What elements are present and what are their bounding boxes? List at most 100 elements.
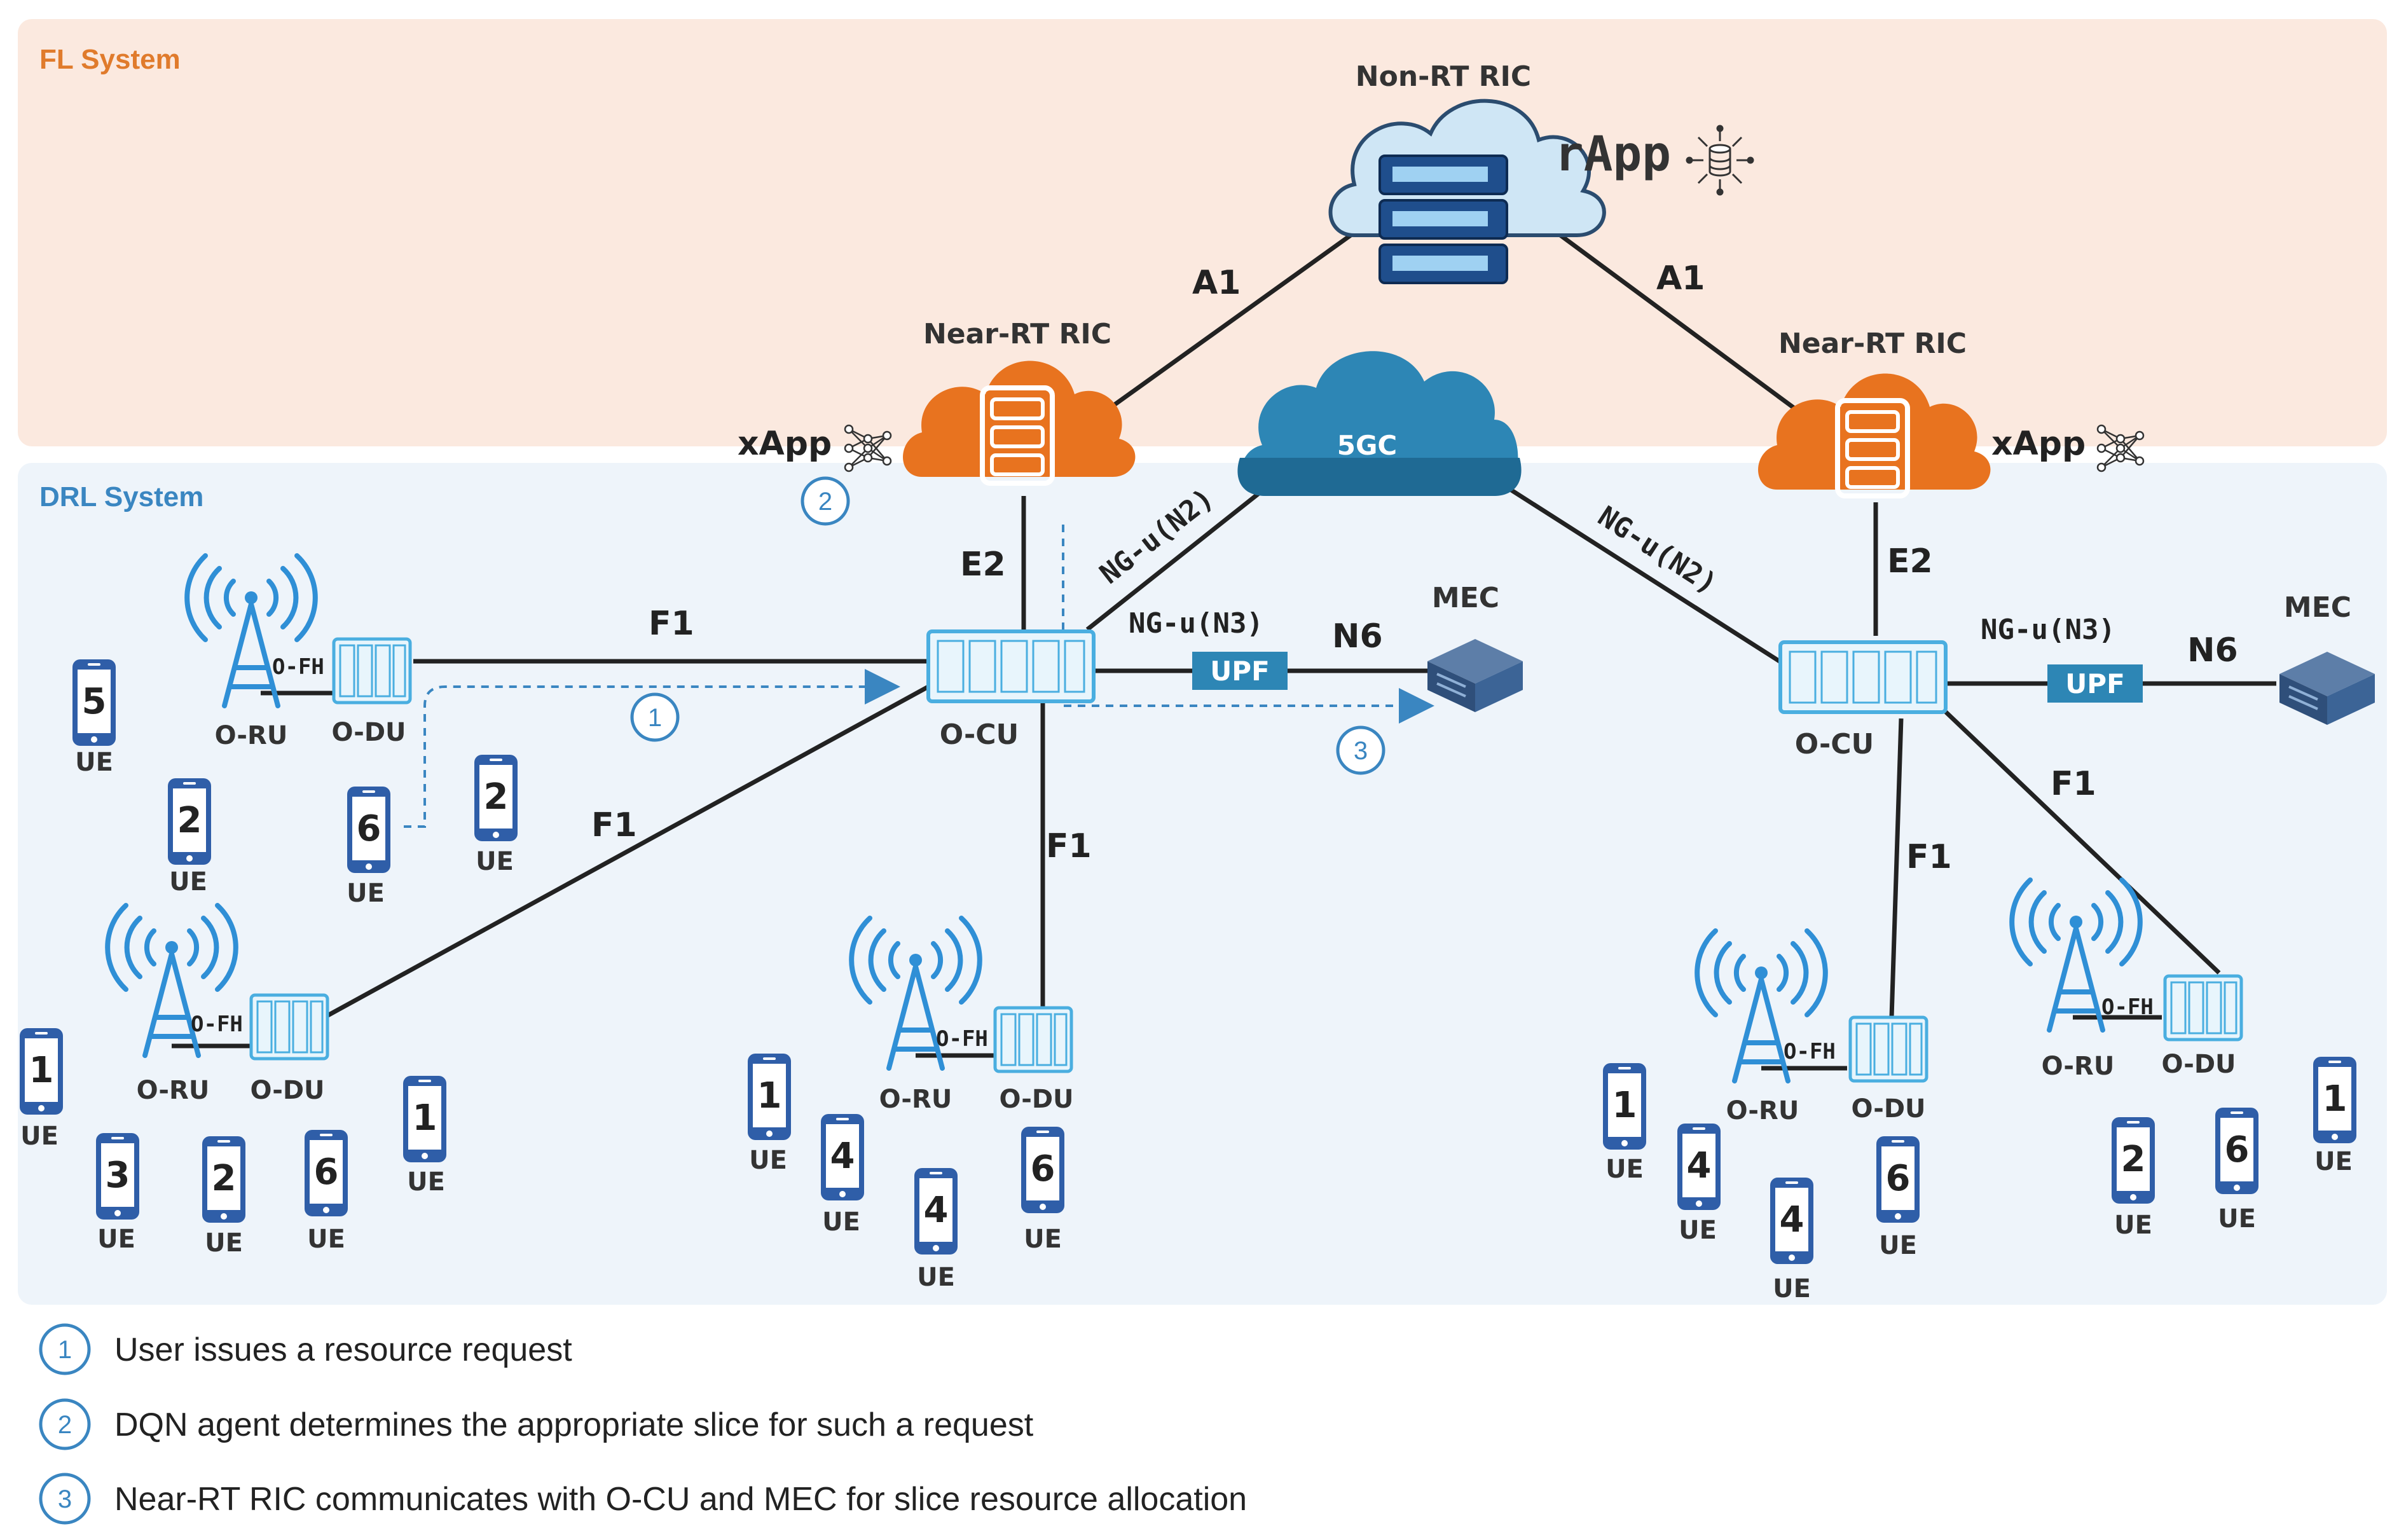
- f1-link-label-3: F1: [1046, 827, 1092, 865]
- ue-device: 1UE: [1603, 1063, 1646, 1184]
- svg-text:UE: UE: [1605, 1155, 1644, 1184]
- svg-text:UE: UE: [476, 847, 514, 876]
- o-cu-right-unit: [1780, 642, 1946, 712]
- ue-device: 1UE: [2313, 1057, 2356, 1176]
- database-icon: [1686, 125, 1754, 196]
- svg-text:4: 4: [830, 1136, 855, 1177]
- svg-text:UE: UE: [749, 1146, 787, 1175]
- ofh-label-5: O-FH: [2101, 994, 2154, 1020]
- ue-device: 1UE: [403, 1076, 446, 1197]
- ue-device: 6UE: [2215, 1108, 2258, 1234]
- a1-link-label-left: A1: [1192, 264, 1241, 302]
- svg-text:2: 2: [212, 1158, 237, 1199]
- svg-text:UE: UE: [822, 1207, 860, 1237]
- o-ru-label-3: O-RU: [879, 1085, 952, 1114]
- legend-item-2: 2 DQN agent determines the appropriate s…: [39, 1398, 1034, 1450]
- o-du-unit-1: [334, 639, 410, 703]
- svg-text:6: 6: [1886, 1158, 1911, 1199]
- o-du-label-4: O-DU: [1851, 1094, 1925, 1124]
- fl-system-label: FL System: [39, 44, 181, 75]
- o-ru-label-2: O-RU: [137, 1076, 210, 1105]
- svg-text:1: 1: [413, 1097, 437, 1139]
- ofh-label-1: O-FH: [272, 654, 324, 680]
- svg-text:UE: UE: [169, 867, 207, 897]
- o-cu-left-label: O-CU: [940, 718, 1019, 751]
- svg-text:2: 2: [484, 776, 509, 818]
- core-5gc-label: 5GC: [1337, 430, 1398, 461]
- svg-text:1: 1: [648, 704, 662, 732]
- ofh-label-4: O-FH: [1784, 1039, 1836, 1064]
- step-marker-2: 2: [801, 476, 850, 526]
- svg-text:6: 6: [1031, 1148, 1055, 1190]
- ng-n3-link-label-left: NG-u(N3): [1129, 607, 1263, 640]
- ue-device: 4UE: [821, 1114, 864, 1237]
- ue-device: 6UE: [305, 1130, 348, 1254]
- svg-text:Near-RT RIC communicates with: Near-RT RIC communicates with O-CU and M…: [114, 1481, 1247, 1518]
- o-du-unit-5: [2165, 976, 2241, 1040]
- o-du-unit-3: [995, 1008, 1071, 1071]
- drl-system-label: DRL System: [39, 481, 203, 512]
- svg-text:User issues a resource request: User issues a resource request: [114, 1331, 572, 1368]
- ue-devices: 5UE 2UE 6UE 2UE 1UE 3UE 2UE 6UE 1UE 1UE …: [20, 659, 2356, 1303]
- svg-text:UE: UE: [307, 1225, 345, 1254]
- f1-link-label-4: F1: [1906, 838, 1952, 876]
- f1-link-label-5: F1: [2051, 765, 2096, 803]
- svg-text:1: 1: [2323, 1078, 2348, 1120]
- upf-left-label: UPF: [1210, 656, 1270, 687]
- o-du-label-2: O-DU: [250, 1076, 324, 1105]
- non-rt-ric-cloud: [1328, 99, 1606, 284]
- o-du-label-1: O-DU: [331, 718, 406, 747]
- xapp-right-label: xApp: [1991, 425, 2086, 463]
- mec-right-label: MEC: [2284, 591, 2351, 624]
- svg-text:UE: UE: [75, 748, 113, 777]
- f1-link-label-2: F1: [591, 806, 637, 844]
- mec-left-label: MEC: [1432, 582, 1499, 614]
- ue-device: 4UE: [914, 1168, 958, 1292]
- svg-text:UE: UE: [97, 1225, 135, 1254]
- e2-link-label-left: E2: [960, 546, 1006, 584]
- o-du-unit-2: [251, 995, 327, 1059]
- svg-text:1: 1: [757, 1075, 782, 1117]
- n6-link-label-right: N6: [2187, 631, 2238, 670]
- near-rt-ric-left-label: Near-RT RIC: [923, 318, 1111, 350]
- fl-system-region: [18, 19, 2387, 446]
- svg-text:6: 6: [2225, 1129, 2250, 1171]
- ofh-label-2: O-FH: [191, 1012, 243, 1037]
- svg-text:UE: UE: [205, 1228, 243, 1258]
- o-ru-label-1: O-RU: [215, 721, 288, 750]
- upf-right-label: UPF: [2065, 668, 2125, 699]
- o-cu-right-label: O-CU: [1795, 728, 1874, 760]
- svg-text:2: 2: [58, 1411, 72, 1439]
- svg-text:1: 1: [29, 1050, 54, 1091]
- svg-text:3: 3: [1354, 737, 1368, 765]
- ue-device: 4UE: [1770, 1178, 1813, 1303]
- svg-text:5: 5: [82, 681, 107, 722]
- o-du-label-5: O-DU: [2161, 1050, 2236, 1079]
- svg-text:DQN agent determines the appro: DQN agent determines the appropriate sli…: [114, 1406, 1034, 1443]
- svg-text:UE: UE: [1024, 1225, 1062, 1254]
- legend-item-1: 1 User issues a resource request: [39, 1323, 572, 1375]
- svg-text:6: 6: [314, 1152, 339, 1193]
- svg-text:1: 1: [1612, 1085, 1637, 1126]
- ue-device: 1UE: [20, 1028, 63, 1151]
- upf-left-box: [1192, 652, 1288, 690]
- o-ru-label-5: O-RU: [2042, 1052, 2115, 1081]
- f1-link-label-1: F1: [649, 605, 694, 643]
- svg-text:3: 3: [106, 1155, 130, 1196]
- svg-text:UE: UE: [407, 1167, 445, 1197]
- svg-text:2: 2: [2121, 1139, 2146, 1180]
- n6-link-label-left: N6: [1332, 617, 1383, 656]
- non-rt-ric-label: Non-RT RIC: [1356, 60, 1531, 93]
- svg-text:4: 4: [1687, 1145, 1712, 1186]
- legend-item-3: 3 Near-RT RIC communicates with O-CU and…: [39, 1473, 1247, 1525]
- o-du-unit-4: [1850, 1017, 1927, 1081]
- legend: 1 User issues a resource request 2 DQN a…: [39, 1323, 1247, 1525]
- ng-n3-link-label-right: NG-u(N3): [1981, 614, 2115, 646]
- ue-device: 2UE: [2112, 1117, 2155, 1240]
- svg-text:4: 4: [924, 1190, 949, 1231]
- ofh-label-3: O-FH: [936, 1026, 988, 1052]
- svg-text:UE: UE: [2114, 1211, 2152, 1240]
- ue-device: 6UE: [1876, 1136, 1920, 1260]
- svg-text:6: 6: [357, 808, 382, 849]
